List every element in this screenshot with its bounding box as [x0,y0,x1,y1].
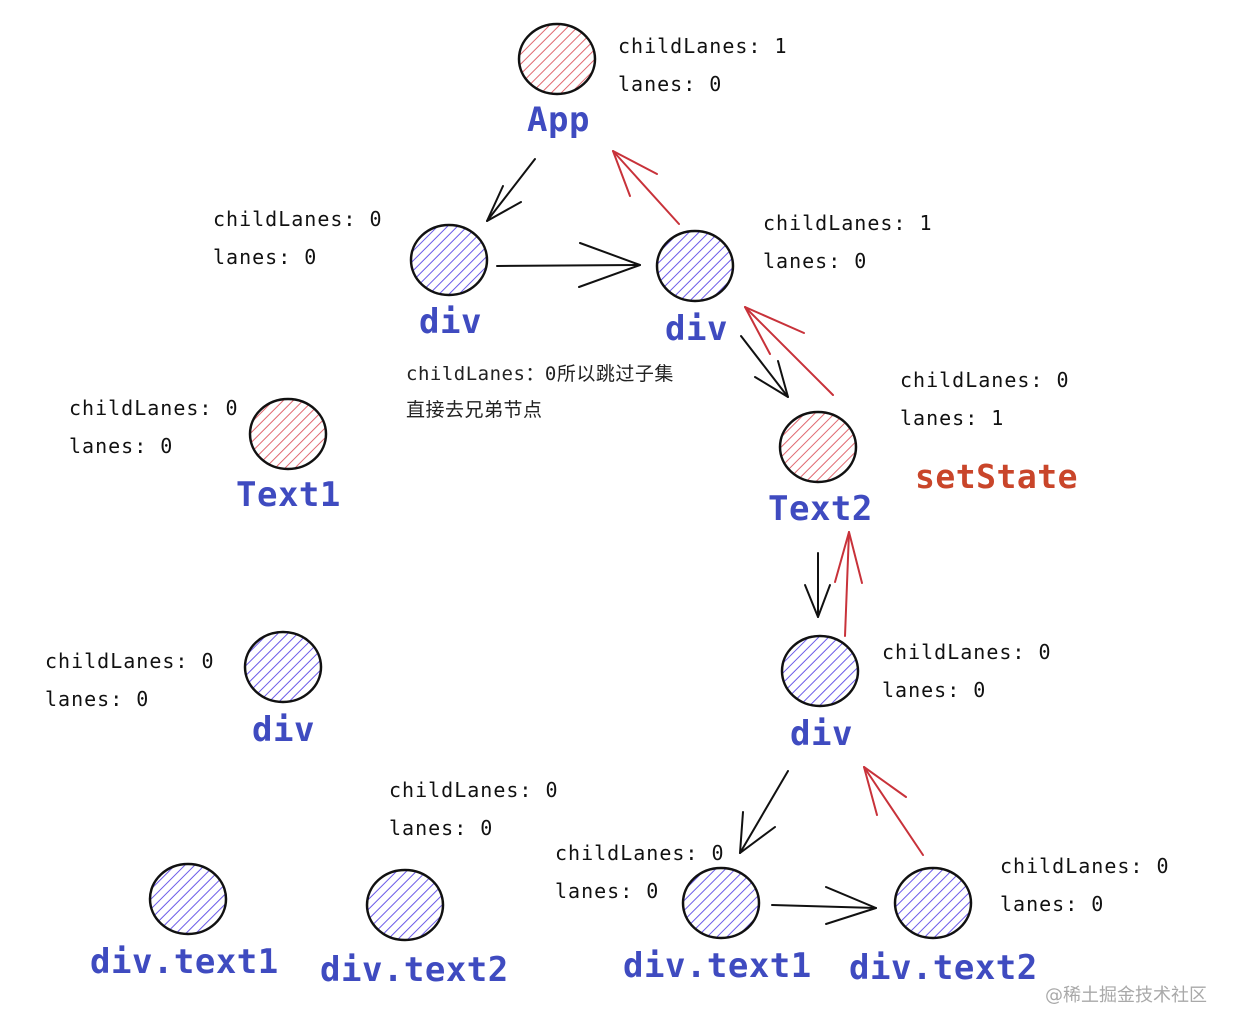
set-state-label: setState [915,457,1078,496]
right-div-text1-lanes-info: childLanes: 0 lanes: 0 [555,834,725,910]
node-left-div-text1-circle [148,862,228,936]
text1-child-lanes: childLanes: 0 [69,396,239,420]
div-under-text1-child-lanes: childLanes: 0 [45,649,215,673]
app-lanes-info: childLanes: 1 lanes: 0 [618,27,788,103]
right-div-text2-lanes-info: childLanes: 0 lanes: 0 [1000,847,1170,923]
div-under-text2-lanes: lanes: 0 [882,678,987,702]
text1-label: Text1 [236,475,341,515]
arrow-red-text2-to-div [744,306,834,396]
div-under-text2-child-lanes: childLanes: 0 [882,640,1052,664]
node-div-under-text1-circle [243,630,323,704]
app-label: App [527,100,590,140]
skip-note-line2: 直接去兄弟节点 [406,399,543,421]
div-right-lanes: lanes: 0 [763,249,868,273]
right-div-text1-lanes: lanes: 0 [555,879,660,903]
node-div-under-text2-circle [780,634,860,708]
node-div-left-circle [409,223,489,297]
node-right-div-text1-circle [681,866,761,940]
arrow-app-to-div [486,158,536,222]
app-lanes: lanes: 0 [618,72,723,96]
node-left-div-text2-circle [365,868,445,942]
div-under-text1-lanes-info: childLanes: 0 lanes: 0 [45,642,215,718]
skip-children-note: childLanes：0所以跳过子集 直接去兄弟节点 [406,356,674,428]
left-div-text2-lanes: lanes: 0 [389,816,494,840]
left-div-text1-label: div.text1 [90,942,279,982]
node-text2-circle [778,410,858,484]
watermark: @稀土掘金技术社区 [1045,985,1207,1006]
div-under-text2-lanes-info: childLanes: 0 lanes: 0 [882,633,1052,709]
text2-lanes: lanes: 1 [900,406,1005,430]
node-text1-circle [248,397,328,471]
right-div-text2-child-lanes: childLanes: 0 [1000,854,1170,878]
arrow-red-div-to-text2 [834,531,863,637]
arrow-div-to-text2 [740,335,789,398]
skip-note-line1: childLanes：0所以跳过子集 [406,363,674,385]
node-right-div-text2-circle [893,866,973,940]
text2-child-lanes: childLanes: 0 [900,368,1070,392]
div-under-text1-lanes: lanes: 0 [45,687,150,711]
node-div-right-circle [655,229,735,303]
div-right-label: div [665,309,728,349]
right-div-text1-label: div.text1 [623,946,812,986]
left-div-text2-child-lanes: childLanes: 0 [389,778,559,802]
right-div-text1-child-lanes: childLanes: 0 [555,841,725,865]
right-div-text2-lanes: lanes: 0 [1000,892,1105,916]
text2-label: Text2 [768,489,873,529]
div-under-text2-label: div [790,714,853,754]
right-div-text2-label: div.text2 [849,948,1038,988]
text1-lanes: lanes: 0 [69,434,174,458]
text2-lanes-info: childLanes: 0 lanes: 1 [900,361,1070,437]
text1-lanes-info: childLanes: 0 lanes: 0 [69,389,239,465]
div-right-lanes-info: childLanes: 1 lanes: 0 [763,204,933,280]
node-app-circle [517,22,597,96]
div-under-text1-label: div [252,710,315,750]
div-left-lanes-info: childLanes: 0 lanes: 0 [213,200,383,276]
left-div-text2-label: div.text2 [320,950,509,990]
arrow-div-to-sibling-div [496,242,641,288]
div-left-child-lanes: childLanes: 0 [213,207,383,231]
arrow-text2-to-div [804,552,831,618]
arrow-div-to-div-text1 [739,770,789,854]
arrow-div-text1-to-div-text2 [771,886,877,925]
left-div-text2-lanes-info: childLanes: 0 lanes: 0 [389,771,559,847]
div-left-label: div [419,302,482,342]
arrow-red-div-text2-to-div [863,766,924,856]
app-child-lanes: childLanes: 1 [618,34,788,58]
div-left-lanes: lanes: 0 [213,245,318,269]
div-right-child-lanes: childLanes: 1 [763,211,933,235]
arrow-red-div-to-app [612,150,680,225]
